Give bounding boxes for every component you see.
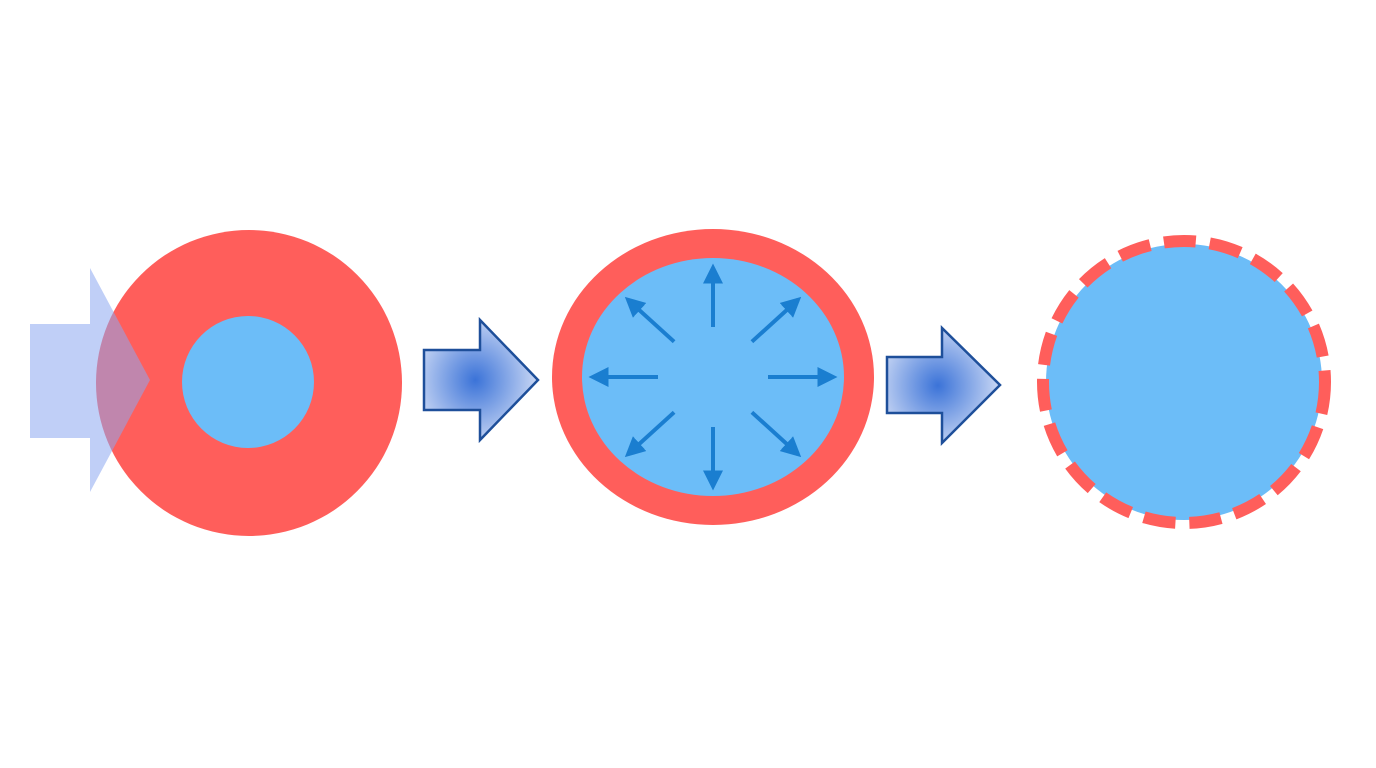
incoming-arrow-icon: [30, 268, 150, 492]
stage-3-ruptured-cell: [1037, 235, 1331, 529]
expansion-arrow-icon: [750, 296, 802, 344]
expansion-arrow-icon: [624, 296, 676, 344]
arrow-right-icon: [422, 316, 540, 444]
stage-1-interior: [182, 316, 314, 448]
expansion-arrows: [588, 263, 838, 491]
expansion-arrow-icon: [624, 410, 676, 458]
arrow-right-icon: [885, 325, 1002, 447]
stage-3-broken-membrane: [1037, 235, 1331, 529]
stage-3-interior: [1046, 244, 1322, 520]
stage-2-expanding-cell: [552, 229, 874, 525]
expansion-arrow-icon: [750, 410, 802, 458]
stage-1-thick-ring-cell: [96, 230, 402, 536]
